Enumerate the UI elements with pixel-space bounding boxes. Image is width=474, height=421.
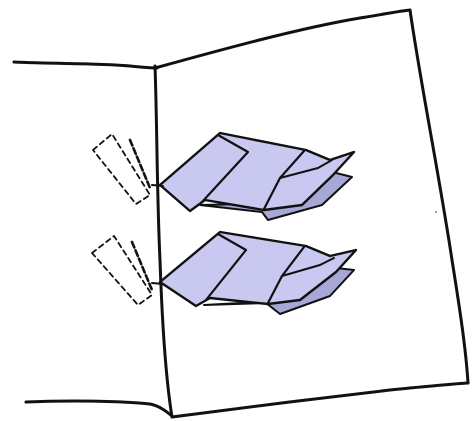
stray-mark bbox=[435, 211, 437, 213]
lower-tab-dashed-outline bbox=[91, 235, 153, 306]
right-panel-bottom-edge bbox=[170, 381, 470, 419]
upper-tab-attach bbox=[151, 184, 164, 187]
upper-tab bbox=[92, 131, 356, 221]
left-panel bbox=[12, 60, 174, 418]
left-panel-top-edge bbox=[12, 60, 159, 70]
right-panel-right-edge bbox=[408, 8, 470, 385]
upper-tab-dashed-outline bbox=[92, 133, 151, 205]
center-fold-line bbox=[153, 64, 174, 419]
upper-tab-crease-left bbox=[200, 133, 250, 204]
lower-tab-crease-right bbox=[281, 257, 335, 277]
right-panel-top-edge bbox=[153, 8, 412, 70]
upper-tab-body bbox=[158, 131, 356, 213]
lower-tab-attach bbox=[151, 282, 164, 285]
lower-tab-dashed-hinge bbox=[130, 240, 154, 292]
upper-tab-crease-right bbox=[279, 159, 333, 179]
lower-tab bbox=[91, 230, 358, 315]
right-panel bbox=[153, 8, 470, 419]
lower-tab-crease-left bbox=[204, 232, 248, 302]
left-panel-bottom-edge bbox=[24, 399, 174, 418]
upper-tab-dashed-hinge bbox=[128, 138, 152, 190]
